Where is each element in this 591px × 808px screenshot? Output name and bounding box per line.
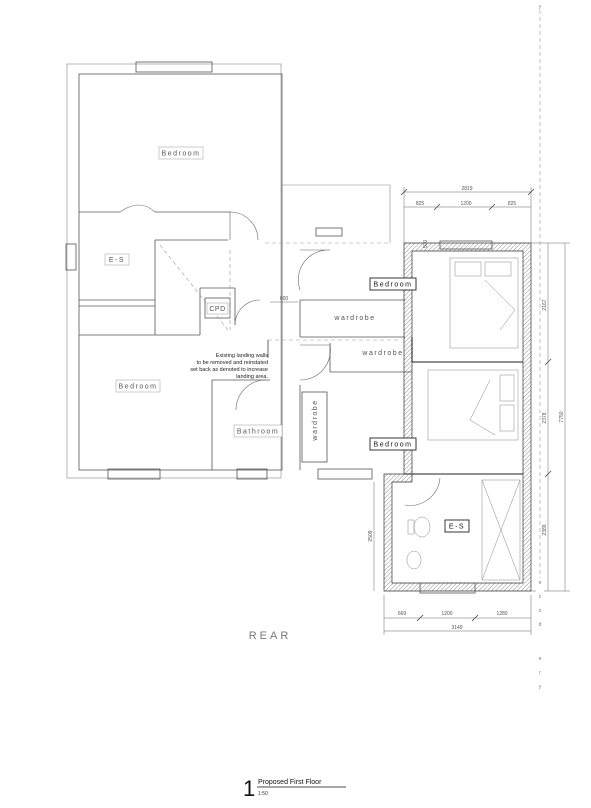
new-extension [383,240,532,594]
window-top [135,61,213,73]
door-ext-es [404,477,441,506]
note-line-3: set back as denoted to increase [190,367,268,373]
door-es [119,204,156,213]
dim-top-total: 2819 [461,186,472,192]
dim-right-b: 2378 [542,412,548,423]
window-bottom-3 [317,468,373,480]
room-label-es-new: E-S [449,524,465,531]
extension-walls [383,242,532,592]
note-line-2: to be removed and reinstated [196,360,268,366]
ensuite-fixtures [406,479,521,581]
bed-1 [449,257,519,349]
dim-bottom-a: 669 [398,611,407,617]
door-new-bedroom-1 [297,249,331,291]
room-label-bedroom-new-2: Bedroom [374,442,413,449]
dim-right-c: 2389 [542,524,548,535]
window-bottom-2 [236,468,268,480]
dim-landing-width: 600 [280,296,289,302]
dim-top-a: 825 [416,201,425,207]
stair-line [159,244,229,331]
dim-left-es: 2509 [368,530,374,541]
room-label-wardrobe-3: wardrobe [312,399,319,441]
door-bathroom [235,379,267,411]
dim-small-vert: 500 [423,240,429,249]
door-new-bedroom-2 [299,344,331,381]
dim-bottom-c: 1280 [496,611,507,617]
door-landing-top [229,211,259,241]
dim-right-a: 2167 [542,299,548,310]
side-letter-1: e [539,580,542,586]
side-letter-5: e [539,656,542,662]
bed-2 [427,369,519,441]
window-bottom-1 [107,468,161,480]
side-letter-6: r [539,670,541,676]
orientation-label: REAR [249,630,292,642]
room-label-wardrobe-1: wardrobe [333,315,375,322]
side-letter-2: c [539,594,542,600]
window-left [65,243,77,271]
dim-bottom-b: 1200 [441,611,452,617]
side-letter-7: y [539,684,542,690]
room-label-bedroom-left: Bedroom [119,384,158,391]
title-name: Proposed First Floor [258,779,322,786]
dim-top-c: 825 [508,201,517,207]
existing-outer-wall [66,63,282,479]
room-label-bedroom-new-1: Bedroom [374,282,413,289]
existing-building [65,61,373,480]
dim-right-total: 7750 [559,411,565,422]
room-label-bedroom-top: Bedroom [162,151,201,158]
dim-top-b: 1200 [460,201,471,207]
room-label-wardrobe-2: wardrobe [361,350,403,357]
side-letter-4: d [539,622,542,628]
window-landing [315,227,343,237]
side-letter-3: o [539,608,542,614]
title-scale: 1:50 [258,791,268,797]
note-line-4: landing area. [236,374,268,380]
title-number: 1 [243,776,255,801]
window-ext-bottom [419,582,476,594]
room-label-bathroom: Bathroom [237,429,279,436]
room-label-cupboard: CPD [209,306,225,313]
existing-inner-wall [78,73,283,471]
side-letter-top: y [539,4,542,10]
dimensions [270,187,570,635]
window-ext-top [439,240,493,250]
dim-bottom-total: 3149 [451,625,462,631]
landing-area [265,184,412,463]
note-line-1: Existing landing walls [216,353,269,359]
room-label-es-left: E-S [109,257,125,264]
door-cpd [234,299,261,326]
wardrobe-3-box [301,391,328,463]
